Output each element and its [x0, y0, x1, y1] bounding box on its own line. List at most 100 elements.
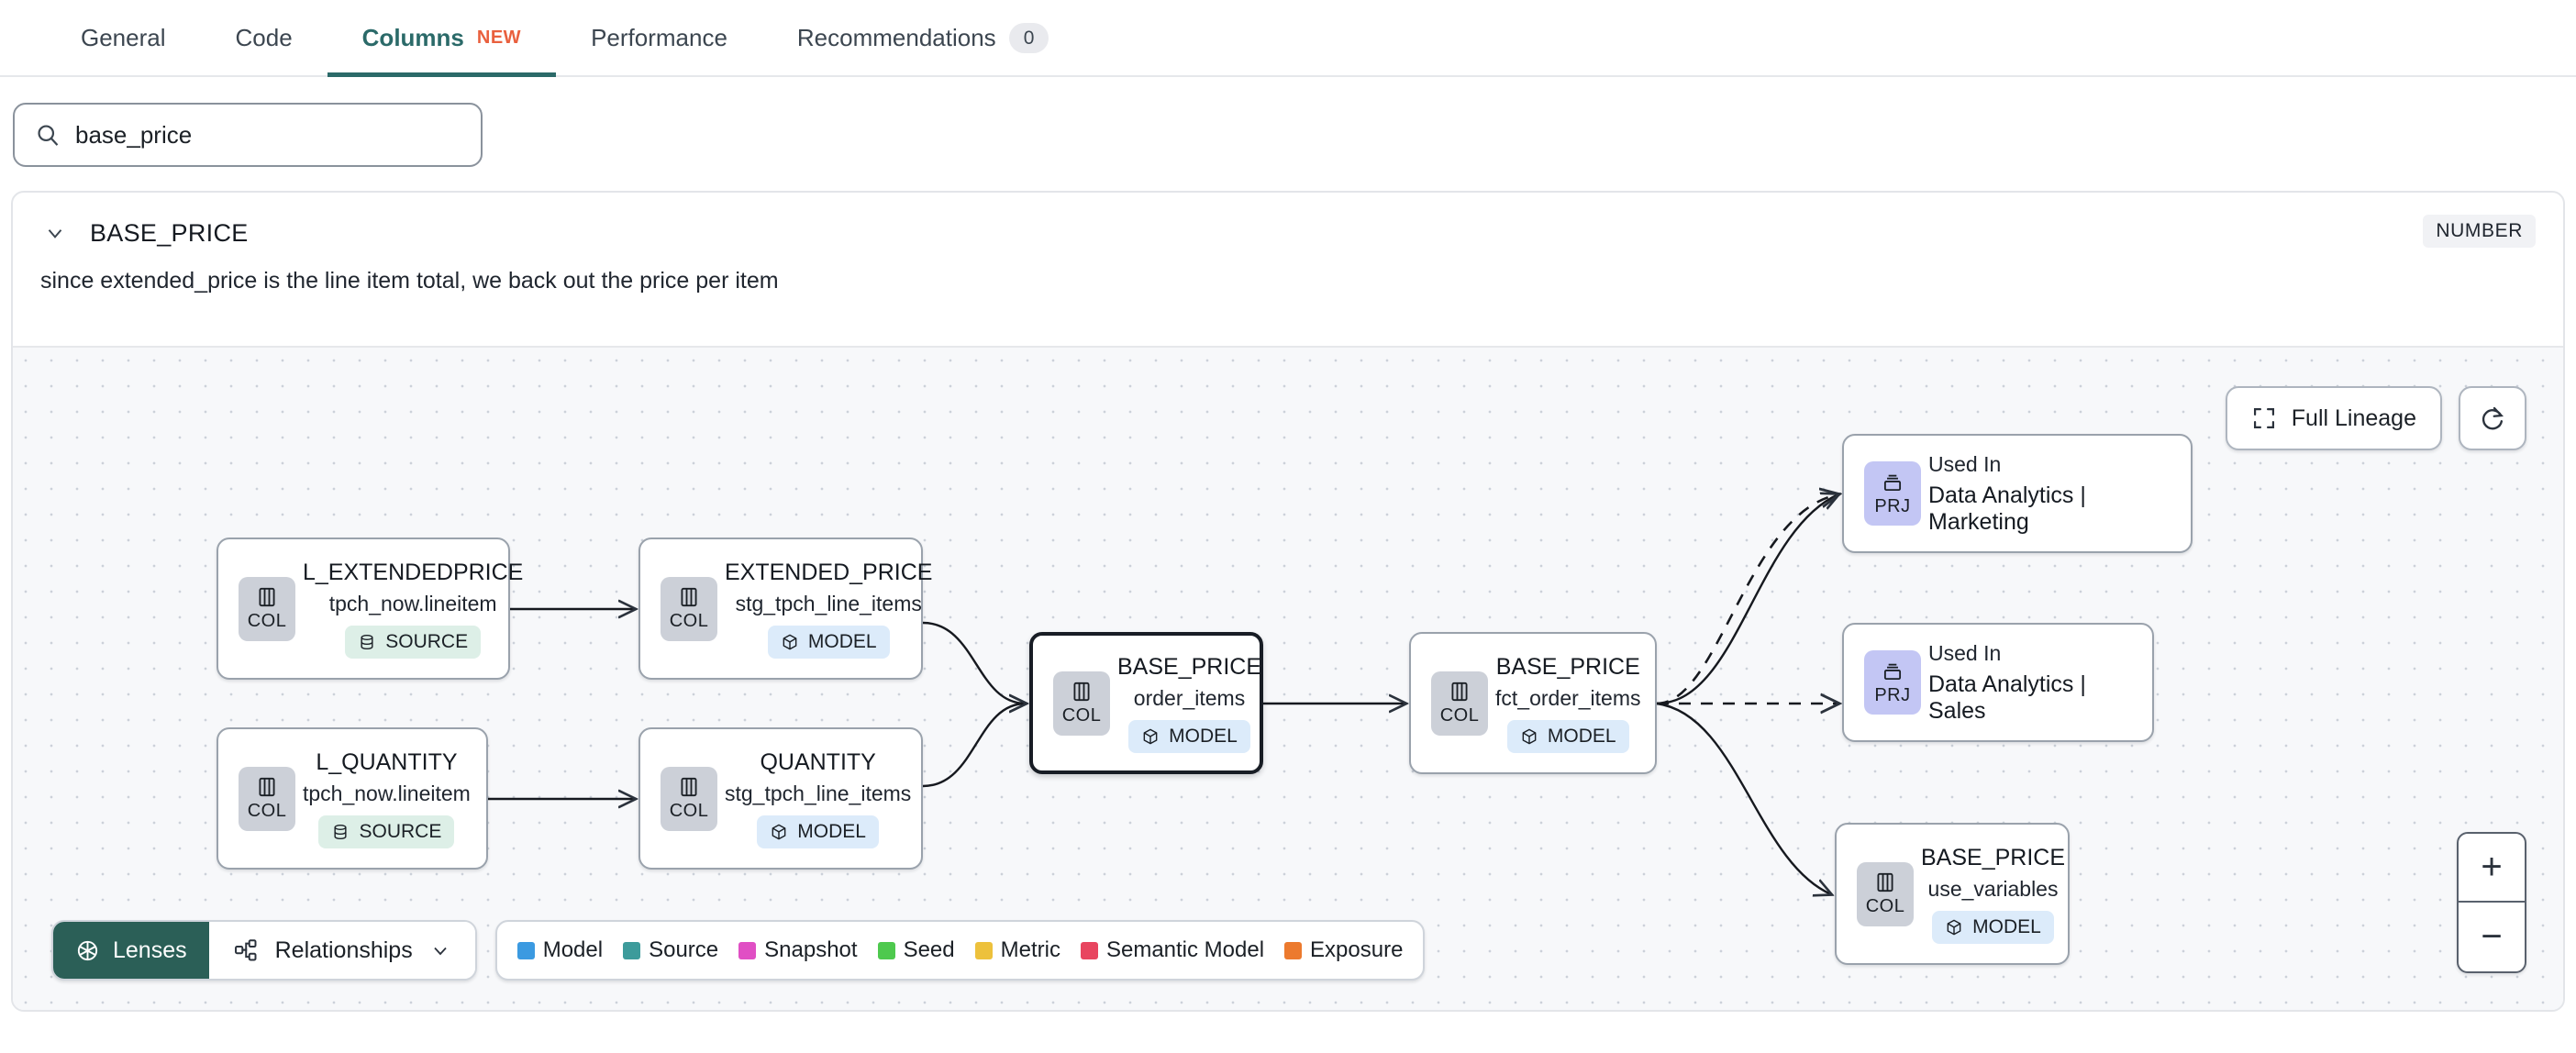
relationships-icon [233, 937, 259, 963]
node-subtitle: tpch_now.lineitem [328, 591, 497, 615]
node-subtitle: fct_order_items [1495, 685, 1641, 710]
project-type-icon: PRJ [1864, 461, 1921, 526]
new-badge: NEW [476, 27, 522, 48]
col-type-icon: COL [1857, 861, 1914, 926]
node-title: L_EXTENDEDPRICE [303, 559, 524, 585]
node-title: EXTENDED_PRICE [725, 559, 933, 585]
tab-recommendations[interactable]: Recommendations 0 [762, 0, 1083, 75]
tab-general-label: General [81, 23, 166, 51]
node-title: L_QUANTITY [316, 748, 458, 775]
relationships-dropdown[interactable]: Relationships [208, 922, 475, 979]
node-subtitle: order_items [1133, 685, 1246, 710]
lineage-node-project[interactable]: PRJ Used In Data Analytics | Sales [1842, 623, 2154, 742]
col-type-label: COL [247, 801, 287, 821]
col-type-icon: COL [239, 576, 295, 641]
tab-general[interactable]: General [46, 0, 201, 75]
node-title: QUANTITY [760, 748, 876, 775]
node-used-in-label: Used In [1928, 640, 2002, 665]
node-tag: SOURCE [318, 815, 455, 848]
node-tag: MODEL [767, 625, 890, 659]
node-subtitle: use_variables [1927, 876, 2059, 901]
search-input[interactable]: base_price [13, 103, 483, 167]
node-tag-label: MODEL [1169, 725, 1238, 747]
tab-code-label: Code [235, 23, 293, 51]
legend-swatch [516, 941, 535, 959]
project-type-label: PRJ [1874, 495, 1911, 516]
expand-icon [2251, 405, 2277, 431]
lineage-canvas[interactable]: COL L_EXTENDEDPRICE tpch_now.lineitem SO… [13, 346, 2563, 1010]
search-area: base_price [0, 77, 2576, 167]
tab-code[interactable]: Code [201, 0, 328, 75]
tab-performance[interactable]: Performance [556, 0, 762, 75]
column-header: BASE_PRICE NUMBER [13, 193, 2563, 248]
node-title: BASE_PRICE [1921, 844, 2066, 870]
legend-label: Semantic Model [1105, 937, 1265, 962]
legend-swatch [974, 941, 993, 959]
col-type-label: COL [247, 611, 287, 631]
legend-item: Snapshot [738, 937, 858, 963]
node-subtitle: stg_tpch_line_items [725, 781, 912, 805]
search-input-value: base_price [75, 120, 193, 149]
lineage-node-selected[interactable]: COL BASE_PRICE order_items MODEL [1029, 632, 1263, 774]
node-tag-label: MODEL [1547, 725, 1616, 747]
lineage-node[interactable]: COL L_EXTENDEDPRICE tpch_now.lineitem SO… [217, 538, 523, 680]
lineage-node[interactable]: COL EXTENDED_PRICE stg_tpch_line_items M… [638, 538, 932, 680]
legend-swatch [623, 941, 641, 959]
node-project-name: Data Analytics | Sales [1928, 671, 2086, 724]
lenses-group: Lenses Relationships [51, 920, 477, 981]
refresh-icon [2479, 405, 2506, 432]
legend-item: Metric [974, 937, 1060, 963]
legend-item: Source [623, 937, 718, 963]
node-tag: MODEL [1932, 910, 2054, 944]
legend-item: Seed [877, 937, 955, 963]
col-type-label: COL [669, 801, 709, 821]
lineage-node[interactable]: COL QUANTITY stg_tpch_line_items MODEL [638, 727, 923, 870]
lineage-node-project[interactable]: PRJ Used In Data Analytics | Marketing [1842, 434, 2193, 553]
canvas-controls: Full Lineage [2225, 386, 2526, 450]
legend-label: Model [542, 937, 604, 962]
node-tag-label: MODEL [807, 630, 877, 652]
zoom-in-button[interactable]: + [2459, 834, 2525, 903]
node-tag-label: MODEL [797, 820, 866, 842]
legend-swatch [1284, 941, 1303, 959]
project-type-label: PRJ [1874, 684, 1911, 705]
lineage-node[interactable]: COL L_QUANTITY tpch_now.lineitem SOURCE [217, 727, 488, 870]
zoom-out-button[interactable]: − [2481, 916, 2503, 957]
full-lineage-button[interactable]: Full Lineage [2225, 386, 2442, 450]
legend-label: Seed [903, 937, 955, 962]
col-type-label: COL [1439, 705, 1480, 726]
node-tag-label: SOURCE [359, 820, 442, 842]
tab-columns-label: Columns [361, 23, 464, 51]
node-tag-label: SOURCE [385, 630, 469, 652]
tab-columns[interactable]: Columns NEW [327, 0, 557, 77]
legend-item: Exposure [1284, 937, 1403, 963]
node-tag: MODEL [757, 815, 879, 848]
col-type-label: COL [1061, 705, 1102, 726]
col-type-icon: COL [239, 766, 295, 831]
node-tag-label: MODEL [1972, 915, 2041, 937]
project-type-icon: PRJ [1864, 650, 1921, 715]
chevron-down-icon[interactable] [40, 218, 70, 248]
legend-swatch [738, 941, 757, 959]
col-type-icon: COL [1431, 671, 1488, 736]
col-type-icon: COL [661, 576, 717, 641]
lineage-legend: Model Source Snapshot Seed Metric Semant… [494, 920, 1426, 981]
legend-label: Snapshot [764, 937, 858, 962]
node-title: BASE_PRICE [1117, 653, 1262, 680]
node-subtitle: stg_tpch_line_items [735, 591, 922, 615]
lens-aperture-icon [75, 938, 100, 963]
lineage-node[interactable]: COL BASE_PRICE use_variables MODEL [1835, 823, 2070, 965]
legend-label: Metric [1000, 937, 1060, 962]
legend-item: Model [516, 937, 604, 963]
lineage-node[interactable]: COL BASE_PRICE fct_order_items MODEL [1409, 632, 1657, 774]
lenses-button[interactable]: Lenses [53, 922, 209, 979]
full-lineage-label: Full Lineage [2291, 405, 2416, 431]
node-tag: MODEL [1506, 719, 1629, 753]
col-type-label: COL [1865, 896, 1905, 916]
legend-item: Semantic Model [1080, 937, 1265, 963]
status-badge: NUMBER [2423, 215, 2536, 248]
legend-label: Exposure [1310, 937, 1404, 962]
lenses-label: Lenses [113, 937, 187, 963]
refresh-button[interactable] [2459, 386, 2526, 450]
node-subtitle: tpch_now.lineitem [303, 781, 471, 805]
